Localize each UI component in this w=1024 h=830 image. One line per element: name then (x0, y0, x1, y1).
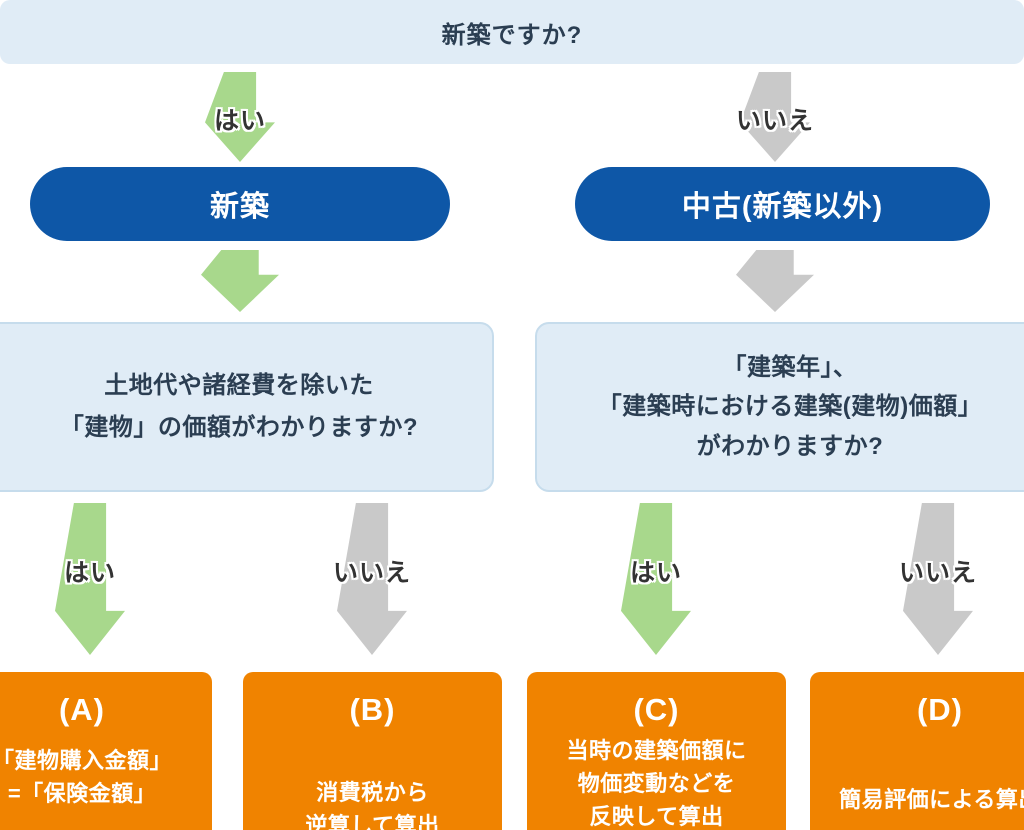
result-d-line1: 簡易評価による算出 (839, 787, 1024, 812)
arrow-down-used (736, 250, 814, 312)
arrow-down-new (201, 250, 279, 312)
result-d-title: (D) (916, 692, 964, 727)
question-left-line1: 土地代や諸経費を除いた (104, 372, 374, 399)
result-b-title: (B) (349, 692, 396, 727)
node-used-construction: 中古(新築以外) (575, 167, 990, 241)
label-no-b: いいえ (332, 559, 411, 587)
result-c-line1: 当時の建築価額に (566, 738, 747, 763)
question-right-line3: がわかりますか? (696, 432, 884, 460)
question-right-line1: 「建築年」、 (722, 353, 858, 381)
result-b-box: (B) 消費税から 逆算して算出 (243, 672, 502, 830)
result-b-line2: 逆算して算出 (305, 813, 440, 830)
result-a-line2: =「保険金額」 (7, 781, 157, 806)
result-a-body: 「建物購入金額」 =「保険金額」 (0, 744, 212, 810)
node-new-construction: 新築 (30, 167, 450, 241)
result-a-title: (A) (58, 692, 106, 727)
question-right-line2: 「建築時における建築(建物)価額」 (597, 393, 983, 421)
result-d-box: (D) 簡易評価による算出 (810, 672, 1024, 830)
result-c-box: (C) 当時の建築価額に 物価変動などを 反映して算出 (527, 672, 786, 830)
result-c-line2: 物価変動などを (577, 771, 736, 796)
result-c-title: (C) (633, 692, 680, 727)
label-no-top: いいえ (735, 107, 814, 135)
root-question-banner: 新築ですか? (0, 0, 1024, 64)
result-a-line1: 「建物購入金額」 (0, 748, 172, 773)
root-question-text: 新築ですか? (441, 21, 583, 49)
label-yes-a: はい (63, 559, 116, 587)
result-c-body: 当時の建築価額に 物価変動などを 反映して算出 (527, 734, 786, 830)
result-d-body: 簡易評価による算出 (810, 783, 1024, 816)
result-b-line1: 消費税から (316, 780, 429, 805)
label-no-d: いいえ (898, 559, 977, 587)
label-yes-c: はい (629, 559, 682, 587)
result-a-box: (A) 「建物購入金額」 =「保険金額」 (0, 672, 212, 830)
node-new-construction-label: 新築 (209, 191, 270, 223)
node-used-construction-label: 中古(新築以外) (681, 191, 884, 223)
result-c-line3: 反映して算出 (589, 804, 724, 829)
question-build-year-known: 「建築年」、 「建築時における建築(建物)価額」 がわかりますか? (535, 322, 1024, 492)
label-yes-top: はい (213, 107, 266, 135)
result-b-body: 消費税から 逆算して算出 (243, 776, 502, 830)
question-building-price-known: 土地代や諸経費を除いた 「建物」の価額がわかりますか? (0, 322, 494, 492)
question-left-line2: 「建物」の価額がわかりますか? (59, 414, 419, 441)
